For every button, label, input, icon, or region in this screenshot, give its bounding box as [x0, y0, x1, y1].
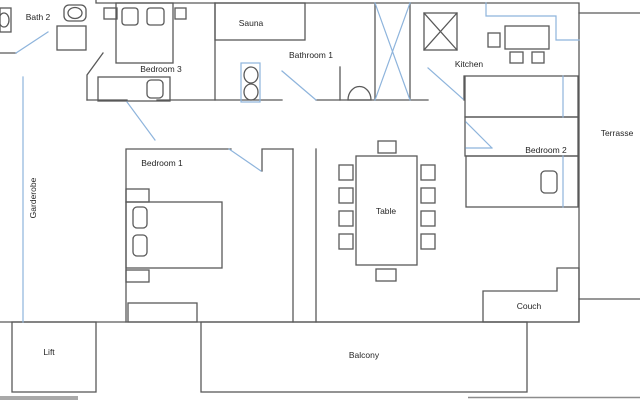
- bathroom1-door-icon: [281, 70, 317, 101]
- chair: [420, 210, 436, 227]
- bedroom1-door-icon: [228, 148, 262, 172]
- bath2-door-icon: [15, 31, 49, 54]
- chair: [338, 210, 354, 227]
- bedroom1-walls: [125, 148, 294, 323]
- entry-angled-wall: [86, 52, 104, 101]
- staircase-cross-icon: [374, 2, 411, 101]
- dresser: [97, 76, 171, 102]
- toilet-bowl-icon: [67, 6, 83, 20]
- staircase-walls: [374, 2, 411, 101]
- balcony-outline: [200, 321, 528, 393]
- pillow: [132, 206, 148, 229]
- kitchen-door-icon: [427, 67, 464, 100]
- chair: [338, 164, 354, 181]
- bottom-left-bar: [0, 396, 78, 400]
- pillow: [121, 7, 139, 26]
- kitchen-appliance-cross-icon: [423, 12, 458, 51]
- outer-wall: [0, 0, 580, 323]
- room-label-bedroom1: Bedroom 1: [141, 158, 183, 168]
- nightstand: [125, 269, 150, 283]
- room-label-garderobe: Garderobe: [28, 177, 38, 218]
- room-label-couch: Couch: [517, 301, 542, 311]
- dining-table: [355, 155, 418, 266]
- kitchen-table: [504, 25, 550, 50]
- pillow: [146, 7, 165, 26]
- toilet-icon: [63, 4, 87, 22]
- accent-elements: [15, 2, 580, 323]
- pillow: [132, 234, 148, 257]
- chair: [531, 51, 545, 64]
- room-label-table: Table: [376, 206, 397, 216]
- room-label-sauna: Sauna: [239, 18, 264, 28]
- nightstand: [103, 7, 118, 20]
- nightstand: [125, 188, 150, 203]
- chair: [420, 233, 436, 250]
- sink-basin-icon: [0, 12, 10, 28]
- hall-wall: [86, 75, 465, 101]
- chair: [338, 187, 354, 204]
- room-label-bath2: Bath 2: [26, 12, 51, 22]
- chair: [509, 51, 524, 64]
- double-sink-unit: [240, 62, 261, 103]
- room-label-bedroom2: Bedroom 2: [525, 145, 567, 155]
- kitchen-appliance-icon: [423, 12, 458, 51]
- nightstand: [174, 7, 187, 20]
- chair: [377, 140, 397, 154]
- bed: [115, 2, 174, 64]
- toilet-icon: [347, 85, 372, 101]
- pillow: [540, 170, 558, 194]
- hall-door-icon: [126, 101, 156, 141]
- lift-shaft: [11, 321, 97, 393]
- room-label-bathroom1: Bathroom 1: [289, 50, 333, 60]
- room-labels: Bath 2 Bedroom 3 Sauna Bathroom 1 Kitche…: [26, 12, 634, 360]
- kitchen-counter: [485, 2, 580, 41]
- room-label-lift: Lift: [43, 347, 55, 357]
- closet: [464, 75, 579, 118]
- room-label-bedroom3: Bedroom 3: [140, 64, 182, 74]
- bed: [125, 201, 223, 269]
- chair: [338, 233, 354, 250]
- bedroom2-door-icon: [465, 121, 493, 149]
- room-label-terrasse: Terrasse: [601, 128, 634, 138]
- dresser: [127, 302, 198, 323]
- bed: [465, 155, 579, 208]
- chair: [420, 164, 436, 181]
- chair: [420, 187, 436, 204]
- chair: [375, 268, 397, 282]
- shower-icon: [56, 25, 87, 51]
- living-column-wall: [292, 148, 317, 323]
- chair: [487, 32, 501, 48]
- couch-outline: [482, 267, 580, 323]
- dresser-sink-icon: [146, 79, 164, 99]
- sink-icon: [0, 7, 12, 33]
- sauna-room: [214, 2, 306, 41]
- bottom-edges: [0, 396, 640, 400]
- basin-icon: [243, 83, 259, 101]
- room-label-balcony: Balcony: [349, 350, 380, 360]
- room-label-kitchen: Kitchen: [455, 59, 484, 69]
- basin-icon: [243, 66, 259, 84]
